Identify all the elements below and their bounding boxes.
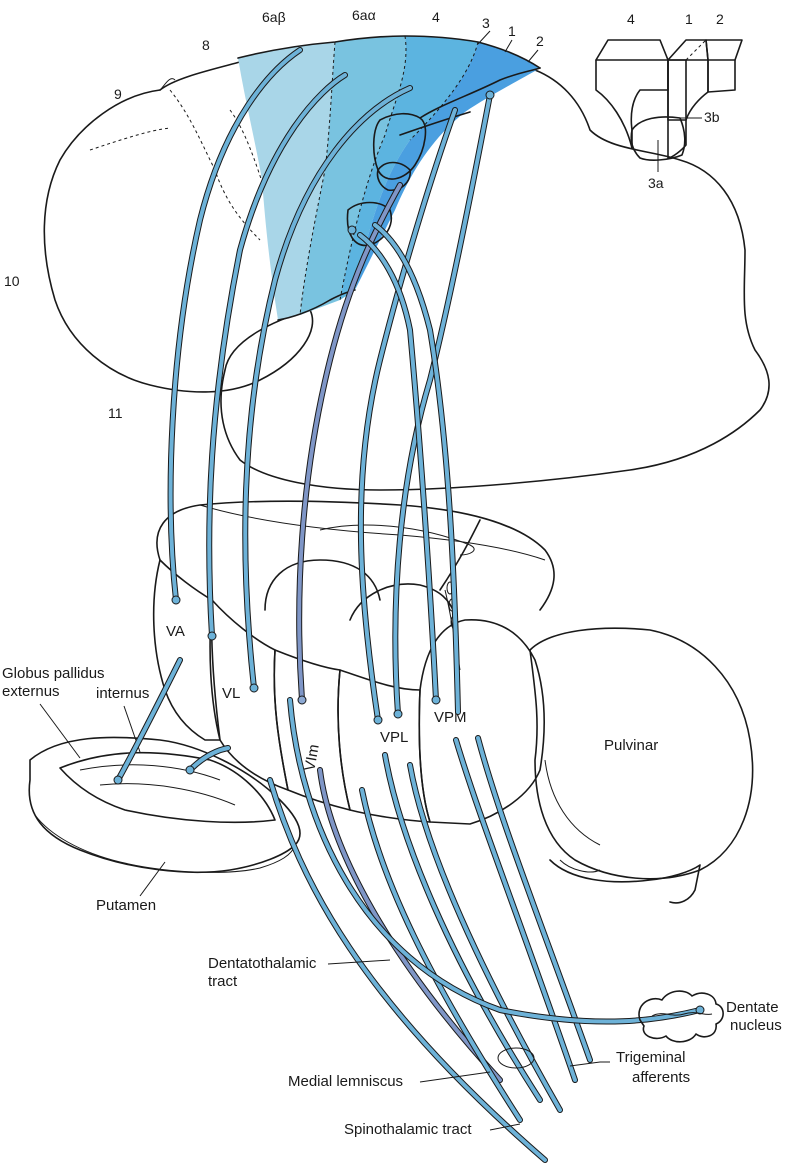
label-area-9: 9 [114,86,122,102]
inset-area-2 [706,40,742,92]
label-vpl: VPL [380,729,408,746]
label-area-8: 8 [202,37,210,53]
label-area-6aa: 6aα [352,7,376,23]
terminal-dot [208,632,216,640]
pulvinar: Pulvinar [530,628,753,903]
inset-postcentral-block: 4 1 2 3b 3a [596,11,742,191]
label-pulvinar: Pulvinar [604,737,658,754]
inset-area-1 [668,40,708,158]
label-globus-pallidus-externus-2: externus [2,683,60,700]
inset-label-3a: 3a [648,175,664,191]
label-area-1: 1 [508,23,516,39]
terminal-dot [486,91,494,99]
label-area-11: 11 [108,405,123,421]
label-area-3: 3 [482,15,490,31]
tract-labels: Dentatothalamic tract Trigeminal afferen… [208,955,690,1138]
terminal-dot [172,596,180,604]
terminal-dot [432,696,440,704]
label-area-4: 4 [432,9,440,25]
label-area-10: 10 [4,273,20,289]
putamen-body [29,737,300,872]
label-trigeminal-afferents-1: Trigeminal [616,1049,685,1066]
label-internus: internus [96,685,149,702]
label-dentatothalamic-tract-1: Dentatothalamic [208,955,317,972]
terminal-dot [250,684,258,692]
terminal-dot [114,776,122,784]
inset-area-3b [668,60,686,120]
terminal-dot [374,716,382,724]
label-dentatothalamic-tract-2: tract [208,973,238,990]
terminal-dot [394,710,402,718]
terminal-dot [186,766,194,774]
cortical-areas [238,36,540,320]
label-dentate-nucleus-1: Dentate [726,999,779,1016]
terminal-dot [348,226,356,234]
terminal-dot [298,696,306,704]
globus-pallidus [60,753,275,823]
label-area-2: 2 [536,33,544,49]
label-dentate-nucleus-2: nucleus [730,1017,782,1034]
label-globus-pallidus-externus-1: Globus pallidus [2,665,105,682]
label-medial-lemniscus: Medial lemniscus [288,1073,403,1090]
label-area-6ab: 6aβ [262,9,286,25]
inset-label-3b: 3b [704,109,720,125]
inset-label-4: 4 [627,11,635,27]
label-trigeminal-afferents-2: afferents [632,1069,690,1086]
inset-label-2: 2 [716,11,724,27]
fiber-tracts [114,50,704,1160]
lentiform-nucleus: Globus pallidus externus internus Putame… [2,665,300,914]
label-vl: VL [222,685,240,702]
label-putamen: Putamen [96,897,156,914]
label-spinothalamic-tract: Spinothalamic tract [344,1121,472,1138]
label-va: VA [166,623,185,640]
thalamus: VA VL VIm VPL VPM [154,501,554,824]
label-vpm: VPM [434,709,467,726]
inset-label-1: 1 [685,11,693,27]
